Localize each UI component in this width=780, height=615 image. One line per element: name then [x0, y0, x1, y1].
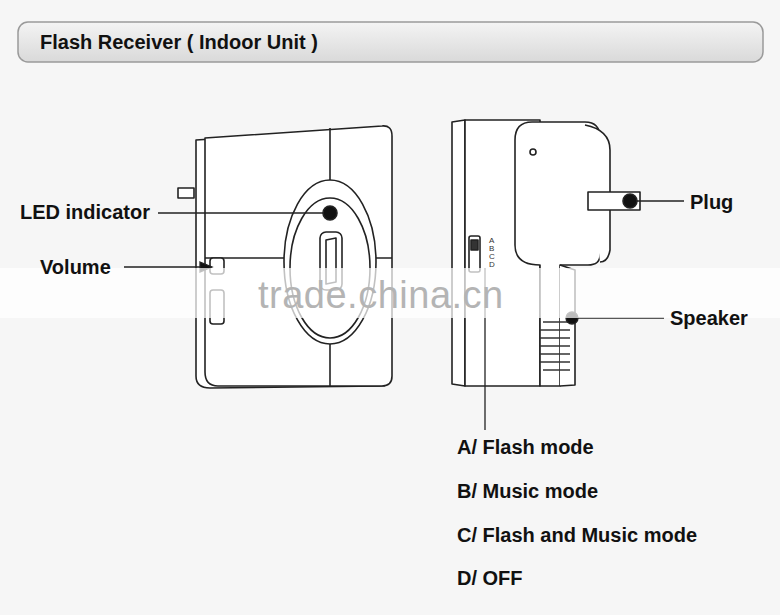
title-bar [18, 22, 763, 62]
mode-label: C/ Flash and Music mode [457, 525, 697, 545]
mode-label: A/ Flash mode [457, 437, 594, 457]
part-label: LED indicator [20, 202, 150, 222]
watermark-band [0, 268, 780, 318]
switch-letter: A [489, 237, 494, 245]
watermark: trade.china.cn [258, 276, 504, 314]
mode-label: B/ Music mode [457, 481, 598, 501]
side-view [452, 120, 640, 386]
speaker-grille [540, 322, 570, 370]
part-label: Speaker [670, 308, 748, 328]
title-text: Flash Receiver ( Indoor Unit ) [40, 32, 318, 52]
mode-label: D/ OFF [457, 568, 523, 588]
switch-letter: C [489, 253, 495, 261]
part-label: Plug [690, 192, 733, 212]
switch-letter: B [489, 245, 494, 253]
front-view [178, 126, 392, 388]
switch-letter: D [489, 261, 495, 269]
part-label: Volume [40, 257, 111, 277]
